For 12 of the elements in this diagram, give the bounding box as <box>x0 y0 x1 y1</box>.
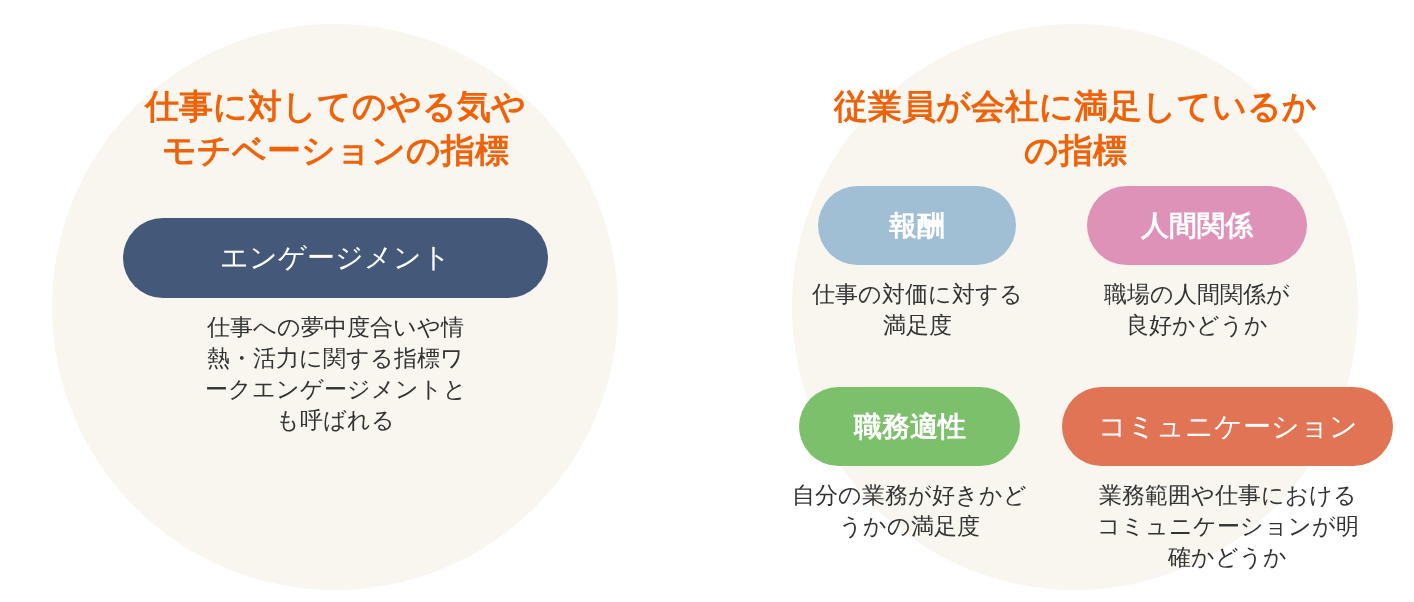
description-text: 業務範囲や仕事におけるコミュニケーションが明確かどうか <box>1096 481 1359 572</box>
description-text: 自分の業務が好きかどうかの満足度 <box>791 481 1028 541</box>
heading-text: 仕事に対してのやる気やモチベーションの指標 <box>143 85 527 172</box>
heading-text: 従業員が会社に満足しているかの指標 <box>832 85 1318 172</box>
category-pill: 人間関係 <box>1087 186 1307 265</box>
description-text: 職場の人間関係が良好かどうか <box>1103 280 1291 340</box>
description-text: 仕事への夢中度合いや情熱・活力に関する指標ワークエンゲージメントとも呼ばれる <box>204 313 467 435</box>
category-pill: 職務適性 <box>799 387 1020 466</box>
category-pill: エンゲージメント <box>123 218 548 298</box>
category-pill: 報酬 <box>818 186 1016 265</box>
description-text: 仕事の対価に対する満足度 <box>810 280 1024 340</box>
category-pill: コミュニケーション <box>1062 387 1393 466</box>
